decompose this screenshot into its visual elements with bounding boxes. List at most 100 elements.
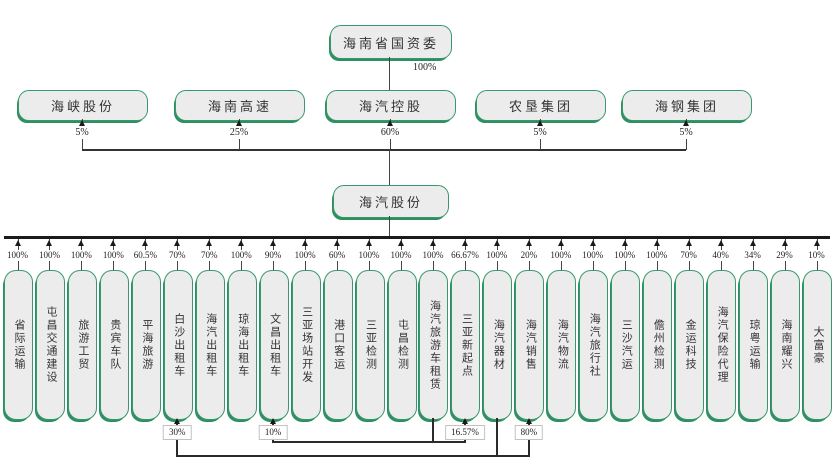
subsidiary-stake-label: 100% — [68, 250, 94, 261]
subsidiary-box: 三亚场站开发 — [291, 270, 321, 420]
shareholder-box: 海峡股份 — [18, 90, 148, 121]
arrow-up-icon — [461, 418, 468, 424]
arrow-up-icon — [334, 240, 341, 246]
subsidiary-label: 平海旅游 — [140, 319, 153, 371]
subsidiary-box: 三亚检测 — [355, 270, 385, 420]
cross-stake-label: 30% — [163, 425, 192, 440]
subsidiary-label: 省际运输 — [13, 319, 25, 371]
arrow-up-icon — [685, 240, 692, 246]
subsidiary-stake-label: 90% — [262, 250, 284, 261]
subsidiary-label: 贵宾车队 — [108, 319, 121, 371]
subsidiary-box: 旅游工贸 — [67, 270, 97, 420]
subsidiary-stake-label: 70% — [167, 250, 188, 261]
subsidiary-stake-label: 70% — [678, 250, 699, 261]
subsidiary-box: 海汽保险代理 — [707, 270, 737, 420]
arrow-up-icon — [110, 240, 117, 246]
arrow-up-icon — [79, 120, 85, 126]
cross-stake-label: 10% — [258, 425, 288, 440]
subsidiary-label: 琼粤运输 — [748, 319, 761, 371]
arrow-up-icon — [270, 240, 277, 246]
subsidiary-label: 海汽物流 — [556, 319, 569, 371]
cross-holding-line — [273, 441, 465, 443]
shareholder-label: 海峡股份 — [50, 99, 115, 114]
shareholder-label: 海南高速 — [207, 99, 272, 114]
subsidiary-stake-label: 100% — [292, 250, 318, 261]
subsidiary-box: 文昌出租车 — [259, 270, 289, 420]
shareholder-box: 海钢集团 — [622, 90, 752, 121]
subsidiary-stake-label: 100% — [644, 250, 670, 261]
shareholder-stake-label: 5% — [531, 126, 549, 139]
subsidiary-label: 海汽出租车 — [204, 312, 217, 378]
subsidiary-box: 省际运输 — [4, 270, 33, 420]
arrow-up-icon — [537, 120, 543, 126]
shareholder-stake-label: 5% — [677, 126, 695, 139]
subsidiary-label: 三亚新起点 — [460, 312, 473, 378]
shareholder-box: 海汽控股 — [326, 90, 456, 121]
cross-target-line — [527, 424, 530, 457]
cross-target-line — [176, 424, 179, 457]
subsidiary-stake-label: 100% — [356, 250, 382, 261]
arrow-up-icon — [142, 240, 149, 246]
subsidiary-label: 港口客运 — [332, 319, 345, 371]
subsidiary-label: 三亚检测 — [364, 319, 377, 371]
shareholder-box: 海南高速 — [175, 90, 305, 121]
subsidiary-label: 海南耀兴 — [780, 319, 793, 371]
subsidiary-box: 儋州检测 — [643, 270, 673, 420]
subsidiary-label: 琼海出租车 — [236, 312, 249, 378]
arrow-up-icon — [174, 418, 181, 424]
subsidiary-box: 三亚新起点 — [451, 270, 481, 420]
shareholder-label: 农垦集团 — [508, 99, 573, 114]
subsidiary-label: 白沙出租车 — [172, 312, 185, 378]
subsidiary-stake-label: 100% — [548, 250, 574, 261]
arrow-up-icon — [366, 240, 373, 246]
arrow-up-icon — [525, 418, 532, 424]
subsidiary-box: 琼粤运输 — [739, 270, 769, 420]
main-bus-line — [4, 236, 830, 239]
subsidiary-label: 旅游工贸 — [76, 319, 89, 371]
cross-holding-line — [177, 455, 529, 457]
arrow-up-icon — [557, 240, 564, 246]
subsidiary-label: 金运科技 — [684, 319, 697, 371]
subsidiary-stake-label: 100% — [612, 250, 638, 261]
subsidiary-box: 海南耀兴 — [771, 270, 801, 420]
arrow-up-icon — [270, 418, 277, 424]
shareholder-stake-label: 25% — [227, 126, 251, 139]
subsidiary-box: 大富豪 — [803, 270, 832, 420]
arrow-up-icon — [78, 240, 85, 246]
line-to-company — [389, 149, 390, 185]
arrow-up-icon — [749, 240, 756, 246]
subsidiary-stake-label: 100% — [420, 250, 446, 261]
shareholder-label: 海钢集团 — [654, 99, 719, 114]
subsidiary-stake-label: 100% — [5, 250, 30, 261]
arrow-up-icon — [174, 240, 181, 246]
subsidiary-label: 屯昌交通建设 — [44, 306, 57, 384]
shareholder-stake-label: 60% — [378, 126, 402, 139]
subsidiary-box: 海汽旅行社 — [579, 270, 609, 420]
subsidiary-box: 三沙汽运 — [611, 270, 641, 420]
arrow-up-icon — [398, 240, 405, 246]
arrow-up-icon — [717, 240, 724, 246]
arrow-up-icon — [387, 120, 393, 126]
arrow-up-icon — [206, 240, 213, 246]
subsidiary-box: 平海旅游 — [131, 270, 161, 420]
subsidiary-label: 儋州检测 — [652, 319, 665, 371]
subsidiary-label: 海汽旅游车租赁 — [428, 299, 441, 391]
subsidiary-box: 海汽销售 — [515, 270, 545, 420]
subsidiary-box: 海汽器材 — [483, 270, 513, 420]
arrow-up-icon — [683, 120, 689, 126]
arrow-up-icon — [14, 240, 21, 246]
line-company-to-bus — [389, 216, 390, 237]
subsidiary-stake-label: 100% — [580, 250, 606, 261]
cross-owner-line — [495, 418, 498, 457]
arrow-up-icon — [525, 240, 532, 246]
cross-stake-label: 80% — [514, 425, 544, 440]
node-root-label: 海南省国资委 — [342, 35, 439, 51]
subsidiary-stake-label: 60% — [326, 250, 348, 261]
subsidiary-box: 海汽出租车 — [195, 270, 225, 420]
subsidiary-stake-label: 66.67% — [449, 250, 481, 261]
root-stake-label: 100% — [411, 61, 439, 74]
arrow-up-icon — [781, 240, 788, 246]
arrow-up-icon — [238, 240, 245, 246]
arrow-up-icon — [461, 240, 468, 246]
